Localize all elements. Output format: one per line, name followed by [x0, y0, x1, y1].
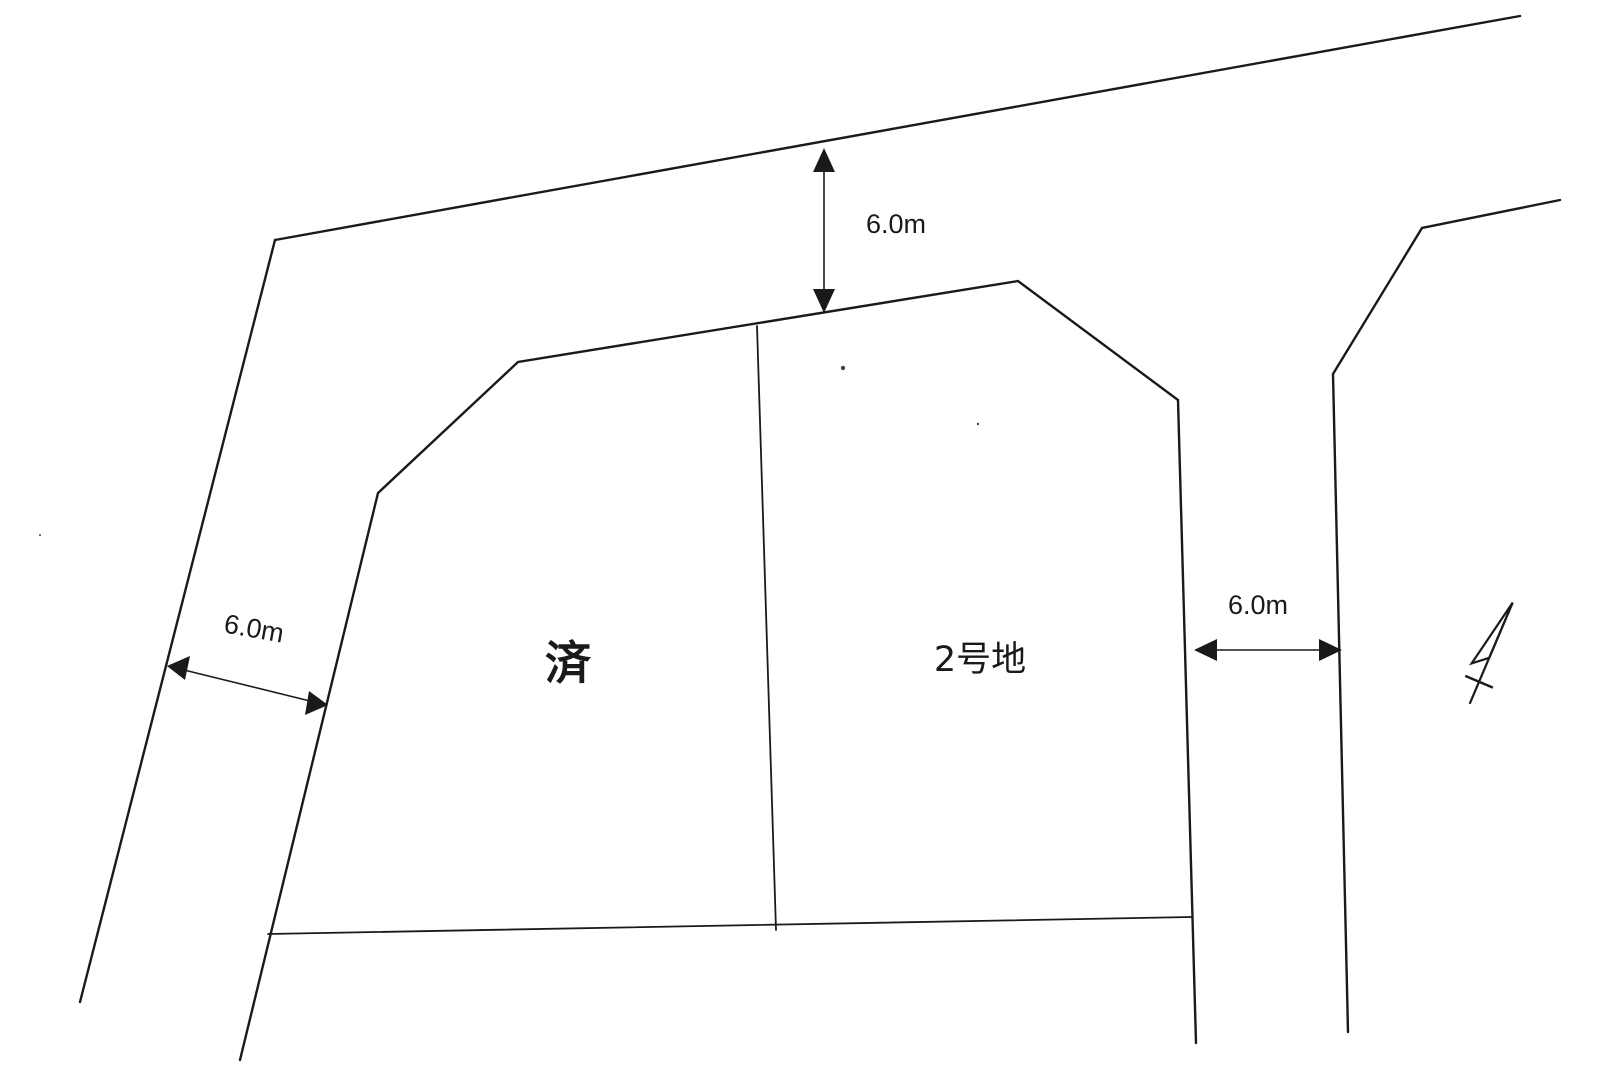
west-road-outer-edge — [78, 238, 277, 1004]
east-road-outer-edge — [1331, 198, 1562, 1034]
dimension-west-road: 6.0m — [167, 609, 328, 715]
block-south-boundary — [267, 916, 1193, 935]
north-road-outer-edge — [273, 14, 1522, 242]
dimension-east-road: 6.0m — [1194, 590, 1342, 661]
lot-1-label: 済 — [545, 636, 592, 690]
east-road-width-label: 6.0m — [1228, 590, 1288, 620]
west-road-width-label: 6.0m — [222, 609, 286, 649]
block-outline — [238, 279, 1198, 1062]
scan-speck — [39, 534, 41, 536]
scan-speck — [840, 365, 846, 371]
dimension-north-road: 6.0m — [813, 148, 926, 313]
north-road-width-label: 6.0m — [866, 209, 926, 239]
north-arrow-icon — [1464, 601, 1514, 705]
lot-2-label: 2号地 — [934, 640, 1026, 680]
lot-divider — [756, 325, 777, 931]
scan-speck — [976, 422, 980, 426]
